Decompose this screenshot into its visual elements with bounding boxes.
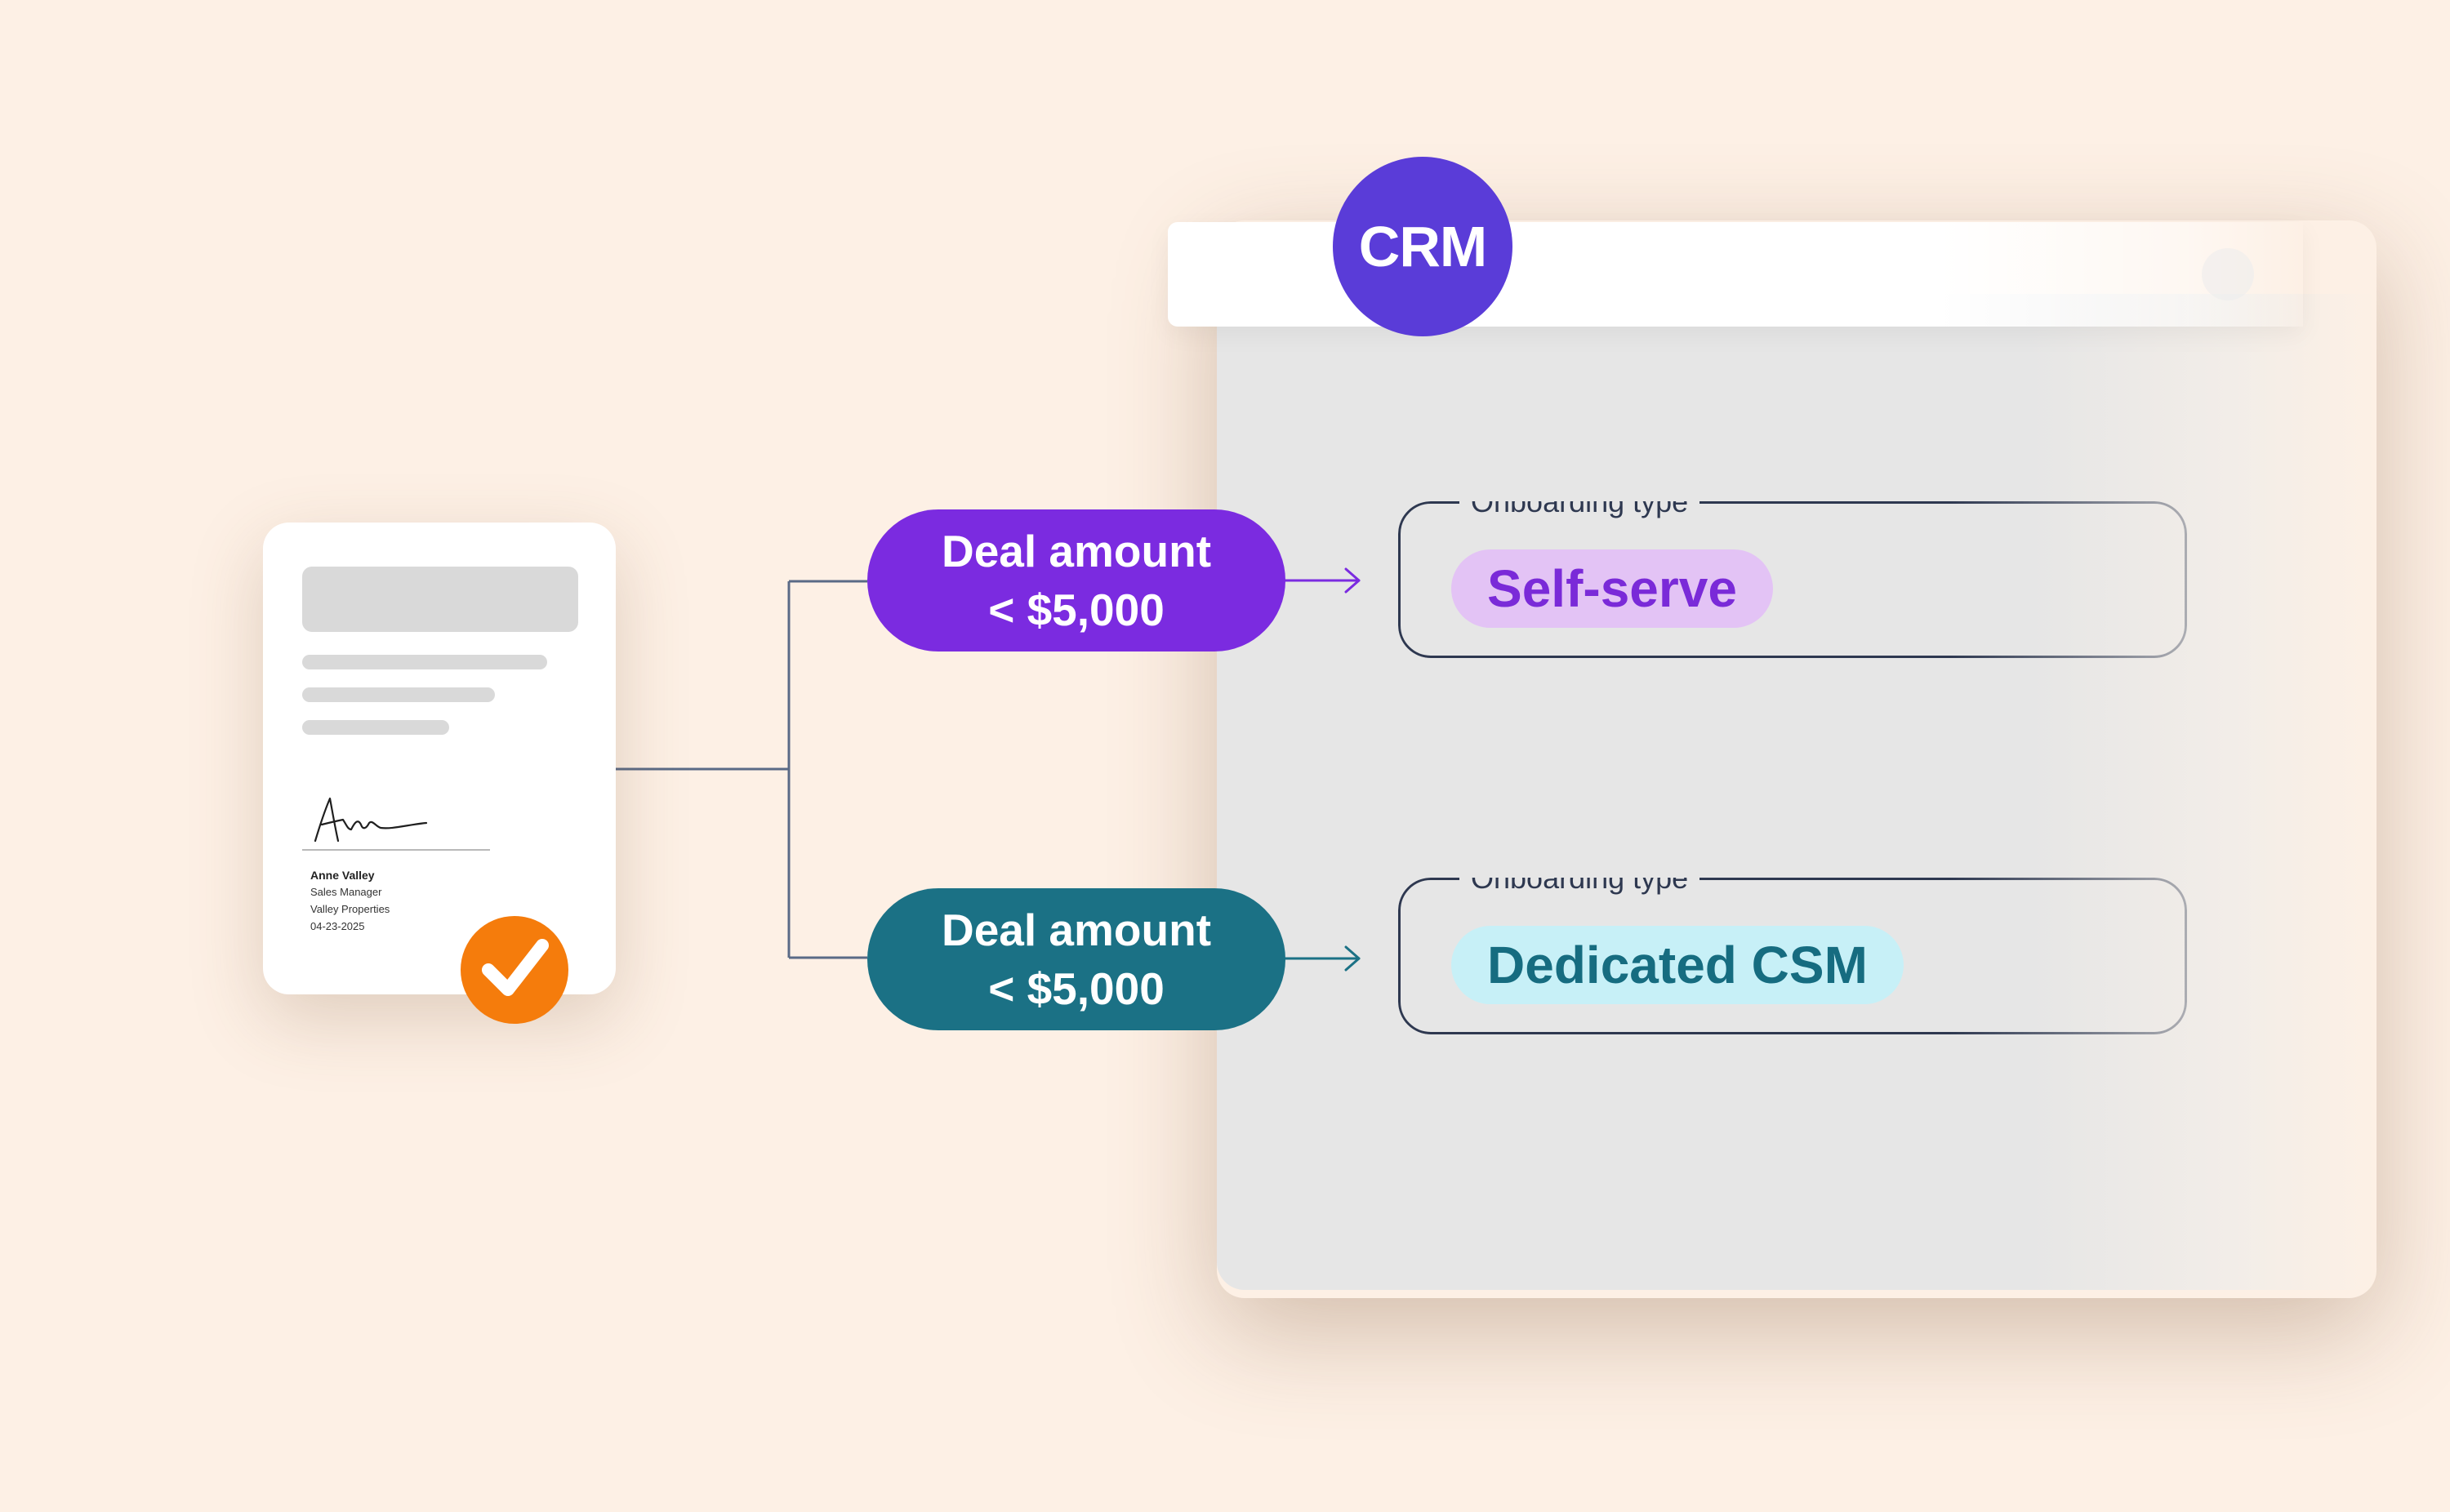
window-control-dot: [2202, 248, 2254, 300]
onboarding-type-field-1[interactable]: Onboarding type Self-serve: [1398, 484, 2187, 658]
document-text-placeholder: [302, 720, 449, 735]
signature: [314, 797, 428, 843]
condition-text-line2: < $5,000: [988, 963, 1165, 1014]
onboarding-value-tag: Dedicated CSM: [1451, 926, 1904, 1004]
crm-badge: CRM: [1333, 157, 1512, 336]
arrow-right-icon: [1284, 567, 1361, 594]
document-text-placeholder: [302, 687, 495, 702]
condition-pill-2[interactable]: Deal amount < $5,000: [867, 888, 1285, 1030]
check-circle-icon: [461, 916, 568, 1024]
signed-date: 04-23-2025: [310, 920, 365, 932]
onboarding-type-field-2[interactable]: Onboarding type Dedicated CSM: [1398, 861, 2187, 1034]
arrow-right-icon: [1284, 945, 1361, 972]
document-text-placeholder: [302, 655, 547, 669]
condition-pill-1[interactable]: Deal amount < $5,000: [867, 509, 1285, 651]
signer-company: Valley Properties: [310, 903, 390, 915]
signer-name: Anne Valley: [310, 869, 375, 882]
onboarding-value-tag: Self-serve: [1451, 549, 1773, 628]
signature-rule: [302, 849, 490, 851]
signed-document-card[interactable]: Anne Valley Sales Manager Valley Propert…: [263, 523, 616, 994]
signer-block: Anne Valley Sales Manager Valley Propert…: [310, 867, 390, 935]
document-header-placeholder: [302, 567, 578, 632]
crm-window-body: [1217, 294, 2376, 1290]
condition-text-line1: Deal amount: [941, 526, 1212, 576]
condition-text-line2: < $5,000: [988, 585, 1165, 635]
condition-text-line1: Deal amount: [941, 905, 1212, 955]
signer-title: Sales Manager: [310, 886, 382, 898]
